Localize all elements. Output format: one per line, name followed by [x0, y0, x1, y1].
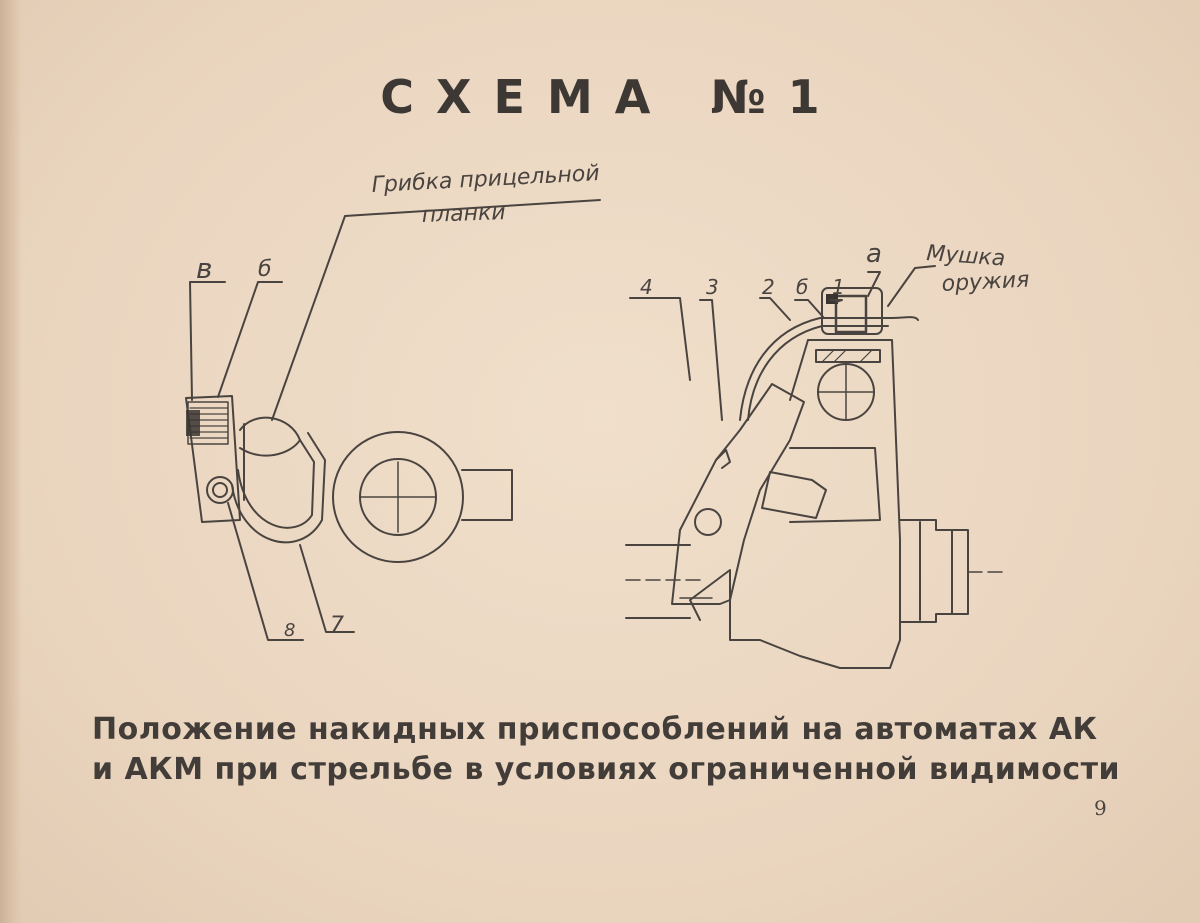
caption-line-2: и АКМ при стрельбе в условиях ограниченн…	[92, 752, 1121, 787]
left-barrel-outer	[332, 431, 464, 563]
left-sight-block	[185, 395, 241, 523]
right-clip-hole	[694, 508, 722, 536]
front-sight-post	[821, 287, 883, 335]
right-callout-line2: оружия	[941, 267, 1030, 297]
right-callout-line1: Мушка	[926, 241, 1006, 271]
muzzle-rings	[899, 519, 969, 623]
right-label-a: а	[866, 239, 882, 269]
right-sight-drawing	[625, 265, 1006, 669]
front-sight-block	[689, 339, 901, 669]
left-label-b: б	[258, 257, 272, 282]
pivot-pin	[206, 476, 234, 504]
left-clip	[231, 432, 326, 544]
page-number: 9	[1094, 796, 1107, 820]
caption-line-1: Положение накидных приспособлений на авт…	[92, 712, 1098, 747]
right-clip-device	[671, 383, 805, 605]
left-label-8: 8	[284, 620, 295, 641]
right-label-1: 1	[832, 275, 845, 299]
sight-mushroom	[239, 416, 301, 457]
figure-caption: Положение накидных приспособлений на авт…	[92, 710, 1152, 790]
page-spine-edge	[0, 0, 22, 923]
left-sight-drawing	[185, 199, 601, 641]
left-callout-line2: планки	[421, 200, 506, 228]
right-label-4: 4	[640, 275, 653, 299]
left-callout-line1: Грибка прицельной	[371, 161, 600, 198]
left-label-v: в	[196, 252, 213, 285]
right-label-2: 2	[762, 275, 775, 299]
page-title: СХЕМА №1	[380, 70, 842, 124]
right-label-3: 3	[706, 275, 719, 299]
left-label-7: 7	[330, 613, 344, 638]
right-wire	[739, 316, 919, 421]
right-label-b: б	[796, 275, 808, 299]
